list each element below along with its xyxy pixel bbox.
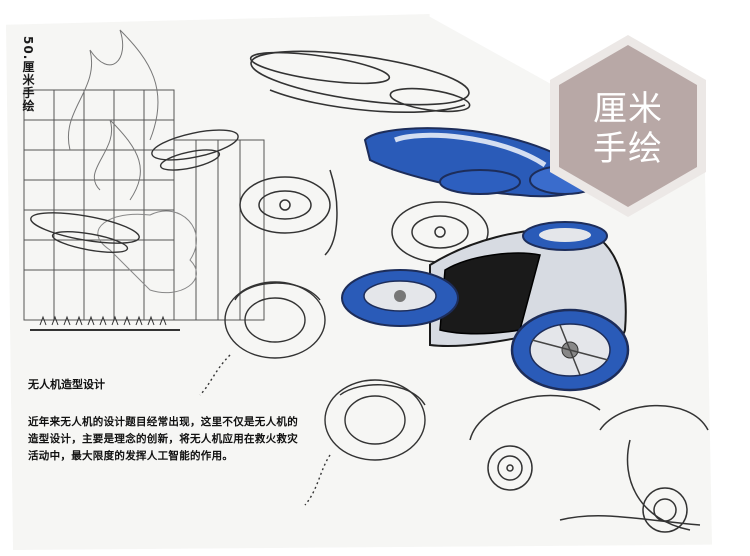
- badge-title-line: 厘米: [593, 89, 663, 129]
- hexagon-badge-icon: [550, 35, 706, 217]
- brand-badge: 厘米手绘: [547, 33, 709, 219]
- wheel-sketch: [469, 394, 709, 533]
- tank-attachment-sketch: [199, 281, 426, 506]
- badge-title: 厘米手绘: [547, 89, 709, 169]
- badge-title-line: 手绘: [593, 129, 663, 169]
- main-drone-sketch: [341, 221, 630, 392]
- burning-building-sketch: [23, 29, 265, 331]
- caption: 无人机造型设计 近年来无人机的设计题目经常出现，这里不仅是无人机的造型设计，主要…: [28, 376, 303, 465]
- top-drone-sketch: [249, 50, 471, 114]
- caption-title: 无人机造型设计: [28, 378, 105, 391]
- small-drone-sketch: [30, 129, 239, 253]
- caption-body: 近年来无人机的设计题目经常出现，这里不仅是无人机的造型设计，主要是理念的创新，将…: [28, 416, 298, 462]
- side-label: 50.厘米手绘: [21, 36, 35, 113]
